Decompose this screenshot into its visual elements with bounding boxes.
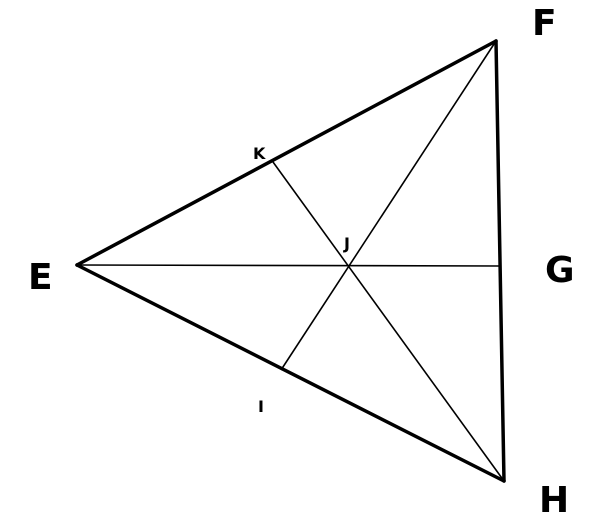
- triangle-sides: [75, 39, 506, 483]
- segment-HK: [272, 161, 505, 482]
- cevians: [76, 40, 505, 482]
- label-F: F: [532, 3, 557, 44]
- segment-FI: [280, 40, 497, 371]
- side-FH: [494, 39, 506, 483]
- label-J: J: [343, 234, 350, 253]
- label-G: G: [545, 250, 575, 291]
- side-EF: [75, 39, 498, 267]
- label-I: I: [258, 397, 264, 416]
- label-E: E: [28, 257, 53, 298]
- label-H: H: [539, 480, 569, 521]
- label-K: K: [253, 144, 266, 163]
- side-HE: [75, 263, 506, 483]
- segment-EG: [76, 264, 501, 267]
